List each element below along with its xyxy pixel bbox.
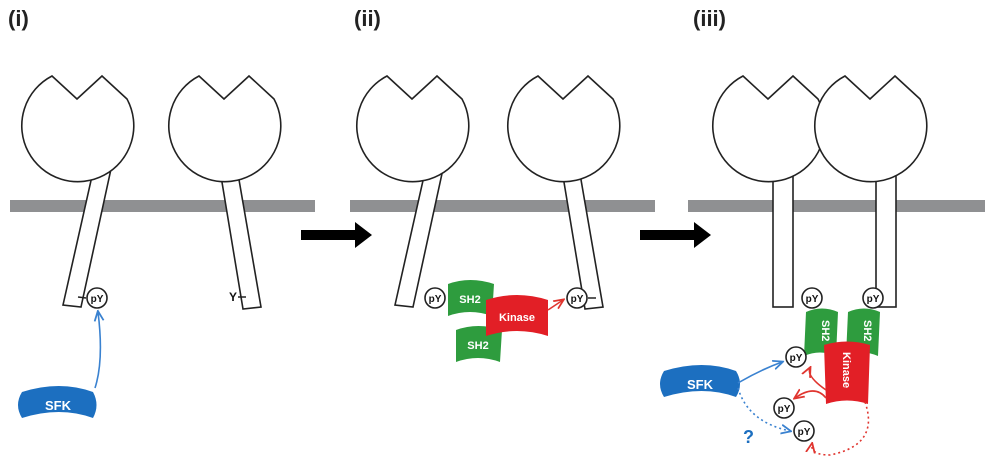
panel-ii: pY pY SH2 SH2 Kinase (350, 74, 655, 362)
sfk-kinase: SFK (660, 365, 740, 397)
question-mark: ? (743, 427, 754, 447)
receptor-2 (813, 74, 928, 308)
svg-text:pY: pY (867, 294, 880, 305)
receptor-1 (711, 74, 826, 308)
kinase-dotted-loop (812, 401, 870, 456)
kinase-domain: Kinase (486, 295, 548, 336)
receptor-2 (506, 74, 621, 310)
svg-text:SFK: SFK (687, 377, 714, 392)
sfk-uncertain-arrow (737, 387, 790, 431)
svg-text:pY: pY (429, 294, 442, 305)
panel-label-iii: (iii) (693, 6, 726, 31)
panel-label-i: (i) (8, 6, 29, 31)
phosphotyrosine-pY: pY (862, 287, 884, 309)
svg-text:SFK: SFK (45, 398, 72, 413)
receptor-2 (167, 74, 282, 310)
sh2-domain: SH2 (448, 280, 494, 316)
kinase-phosphorylation-arrow (795, 391, 827, 398)
tyrosine-y-label: Y (229, 290, 237, 304)
ligand-binding-domain (711, 74, 826, 183)
svg-text:Kinase: Kinase (499, 312, 535, 324)
svg-text:SH2: SH2 (861, 320, 873, 341)
phosphotyrosine-pY: pY (424, 287, 446, 309)
ligand-binding-domain (20, 74, 135, 183)
phosphotyrosine-pY: pY (801, 287, 823, 309)
ligand-binding-domain (506, 74, 621, 183)
sh2-domain: SH2 (456, 326, 502, 362)
svg-text:pY: pY (790, 353, 803, 364)
svg-text:SH2: SH2 (459, 294, 480, 306)
sfk-phosphorylation-arrow (95, 312, 100, 389)
svg-text:pY: pY (91, 294, 104, 305)
panel-i: pY Y SFK (10, 74, 315, 418)
cell-membrane (350, 200, 655, 212)
cell-membrane (688, 200, 985, 212)
phosphotyrosine-pY: pY (773, 397, 795, 419)
receptor-1 (355, 74, 470, 308)
svg-text:pY: pY (571, 294, 584, 305)
transition-arrow-1 (301, 222, 372, 248)
svg-text:pY: pY (806, 294, 819, 305)
svg-text:Kinase: Kinase (840, 352, 852, 388)
phosphotyrosine-pY: pY (86, 287, 108, 309)
kinase-domain: Kinase (824, 341, 870, 404)
transition-arrow-2 (640, 222, 711, 248)
panel-label-ii: (ii) (354, 6, 381, 31)
phosphotyrosine-pY: pY (566, 287, 588, 309)
ligand-binding-domain (813, 74, 928, 183)
receptor-1 (20, 74, 135, 308)
kinase-phosphorylation-arrow (809, 368, 827, 391)
phosphotyrosine-pY: pY (793, 420, 815, 442)
panel-iii: pY pY SH2 SH2 Kinase pY pY (660, 74, 985, 456)
sfk-kinase: SFK (18, 386, 97, 418)
ligand-binding-domain (167, 74, 282, 183)
ligand-binding-domain (355, 74, 470, 183)
svg-text:pY: pY (778, 404, 791, 415)
svg-text:SH2: SH2 (819, 320, 831, 341)
svg-text:SH2: SH2 (467, 340, 488, 352)
phosphotyrosine-pY: pY (785, 346, 807, 368)
kinase-phosphorylation-arrow (547, 300, 563, 311)
sfk-phosphorylation-arrow (737, 362, 782, 384)
svg-text:pY: pY (798, 427, 811, 438)
cell-membrane (10, 200, 315, 212)
